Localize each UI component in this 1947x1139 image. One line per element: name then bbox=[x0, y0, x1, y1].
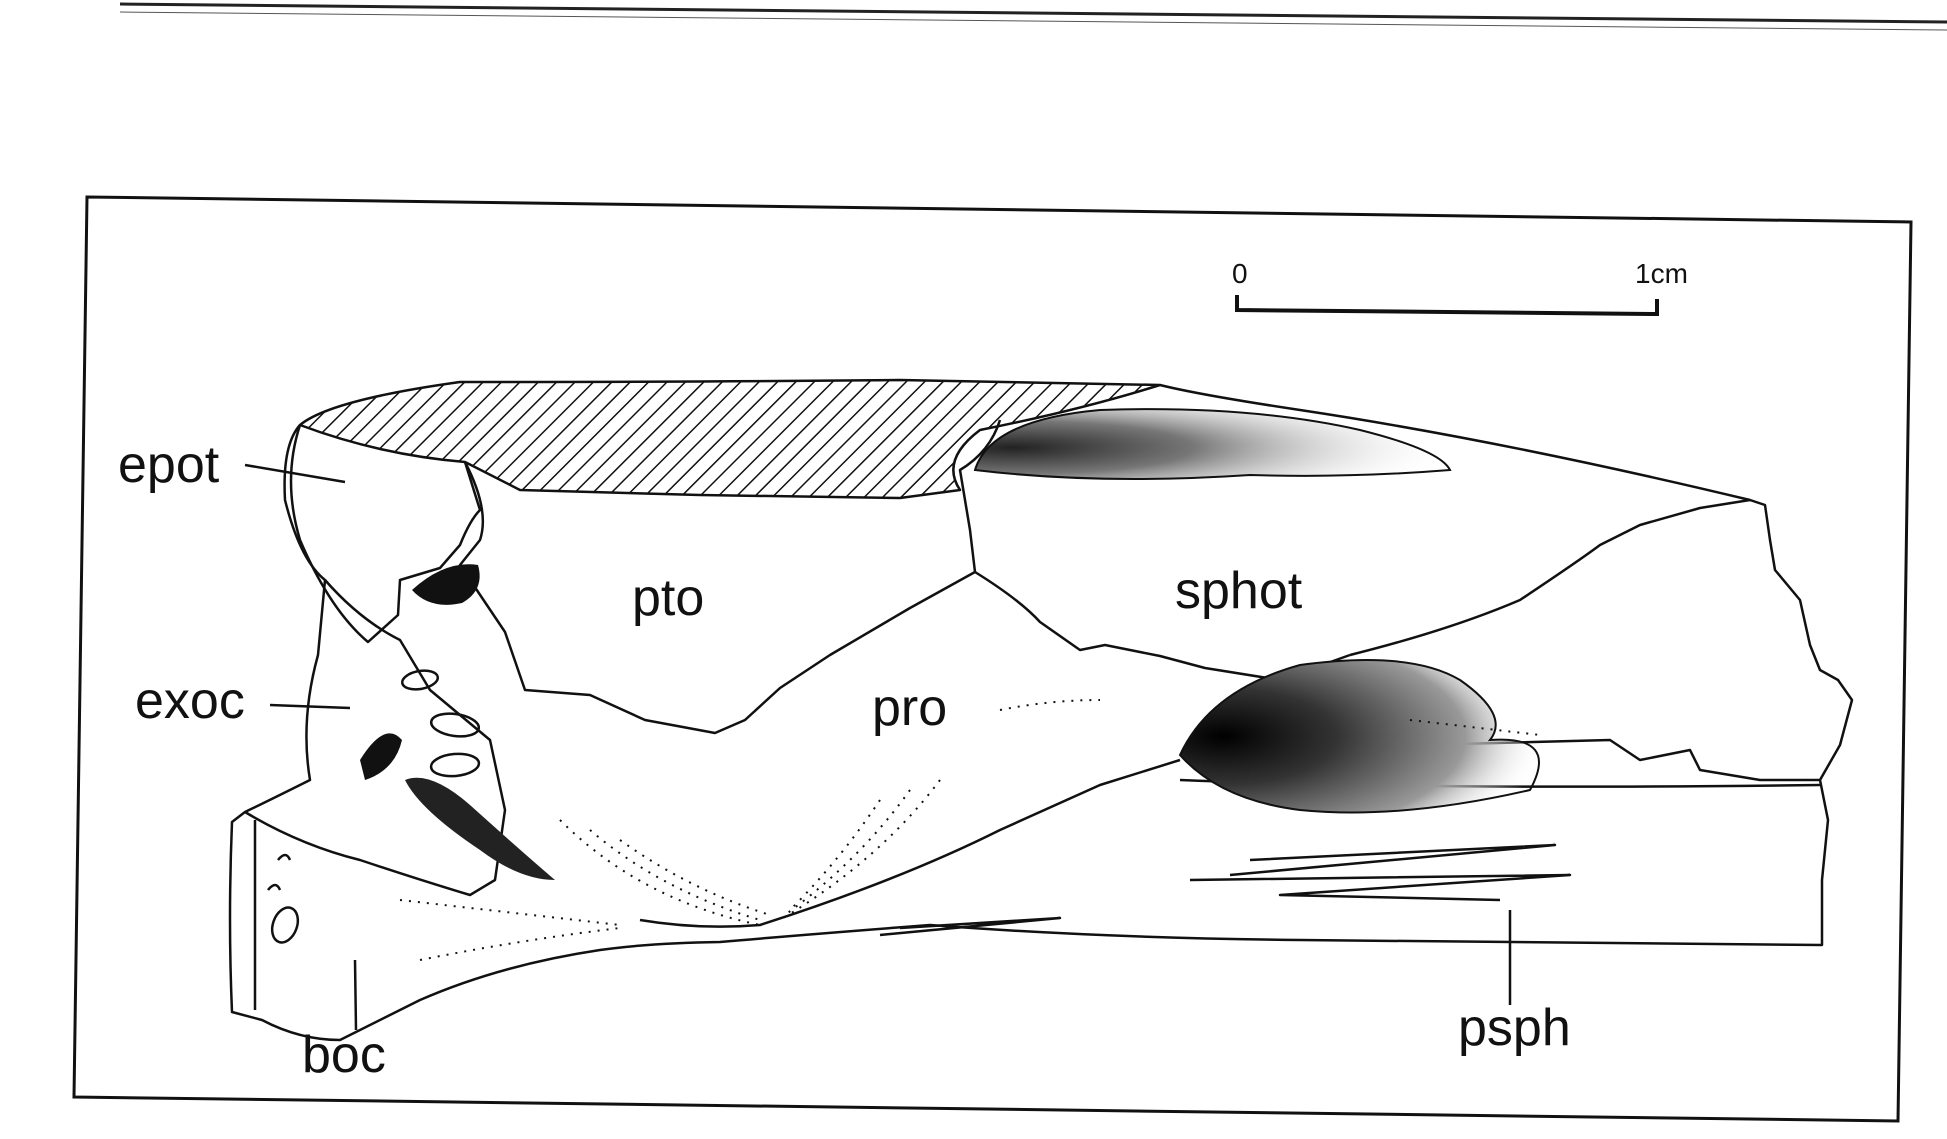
label-boc: boc bbox=[302, 1026, 386, 1084]
exoc-leader bbox=[269, 703, 351, 710]
epot-leader bbox=[244, 463, 346, 484]
foramina bbox=[360, 408, 1540, 880]
label-exoc: exoc bbox=[135, 672, 245, 730]
long-foramen bbox=[405, 777, 555, 880]
exoc-bone bbox=[244, 579, 507, 897]
small-foramina bbox=[267, 669, 481, 944]
hatched-dorsal-crest bbox=[298, 378, 1162, 500]
label-pto: pto bbox=[632, 569, 704, 627]
label-pro: pro bbox=[872, 679, 947, 737]
surface-stipple-lines bbox=[399, 699, 1541, 961]
label-psph: psph bbox=[1458, 999, 1571, 1057]
neurocranium-outline bbox=[228, 383, 1854, 1042]
sphot-lower bbox=[1349, 498, 1751, 657]
scale-start-label: 0 bbox=[1232, 258, 1248, 289]
mid-foramen bbox=[360, 733, 402, 780]
scale-bar: 0 1cm bbox=[1232, 258, 1688, 317]
upper-foramen bbox=[412, 564, 480, 605]
lower-fossa bbox=[1178, 659, 1540, 814]
boc-leader bbox=[353, 959, 358, 1031]
top-rule bbox=[119, 2, 1947, 24]
psph-streak-2 bbox=[1189, 873, 1572, 902]
top-rule-thin bbox=[119, 11, 1947, 31]
label-sphot: sphot bbox=[1175, 562, 1303, 620]
pto-sphot-suture bbox=[958, 419, 1002, 573]
upper-fossa bbox=[973, 408, 1452, 480]
structure-labels: epot exoc boc pto pro sphot psph bbox=[118, 436, 1571, 1084]
pro-ventral bbox=[639, 758, 1181, 928]
scale-end-label: 1cm bbox=[1635, 258, 1688, 289]
epot-bone bbox=[289, 424, 482, 644]
pto-pro-suture bbox=[458, 461, 1351, 735]
skull-outline bbox=[228, 378, 1854, 1042]
psph-streak-3 bbox=[879, 916, 1062, 937]
psph-streak-1 bbox=[1229, 843, 1557, 877]
label-epot: epot bbox=[118, 436, 220, 494]
figure-frame bbox=[72, 195, 1913, 1123]
